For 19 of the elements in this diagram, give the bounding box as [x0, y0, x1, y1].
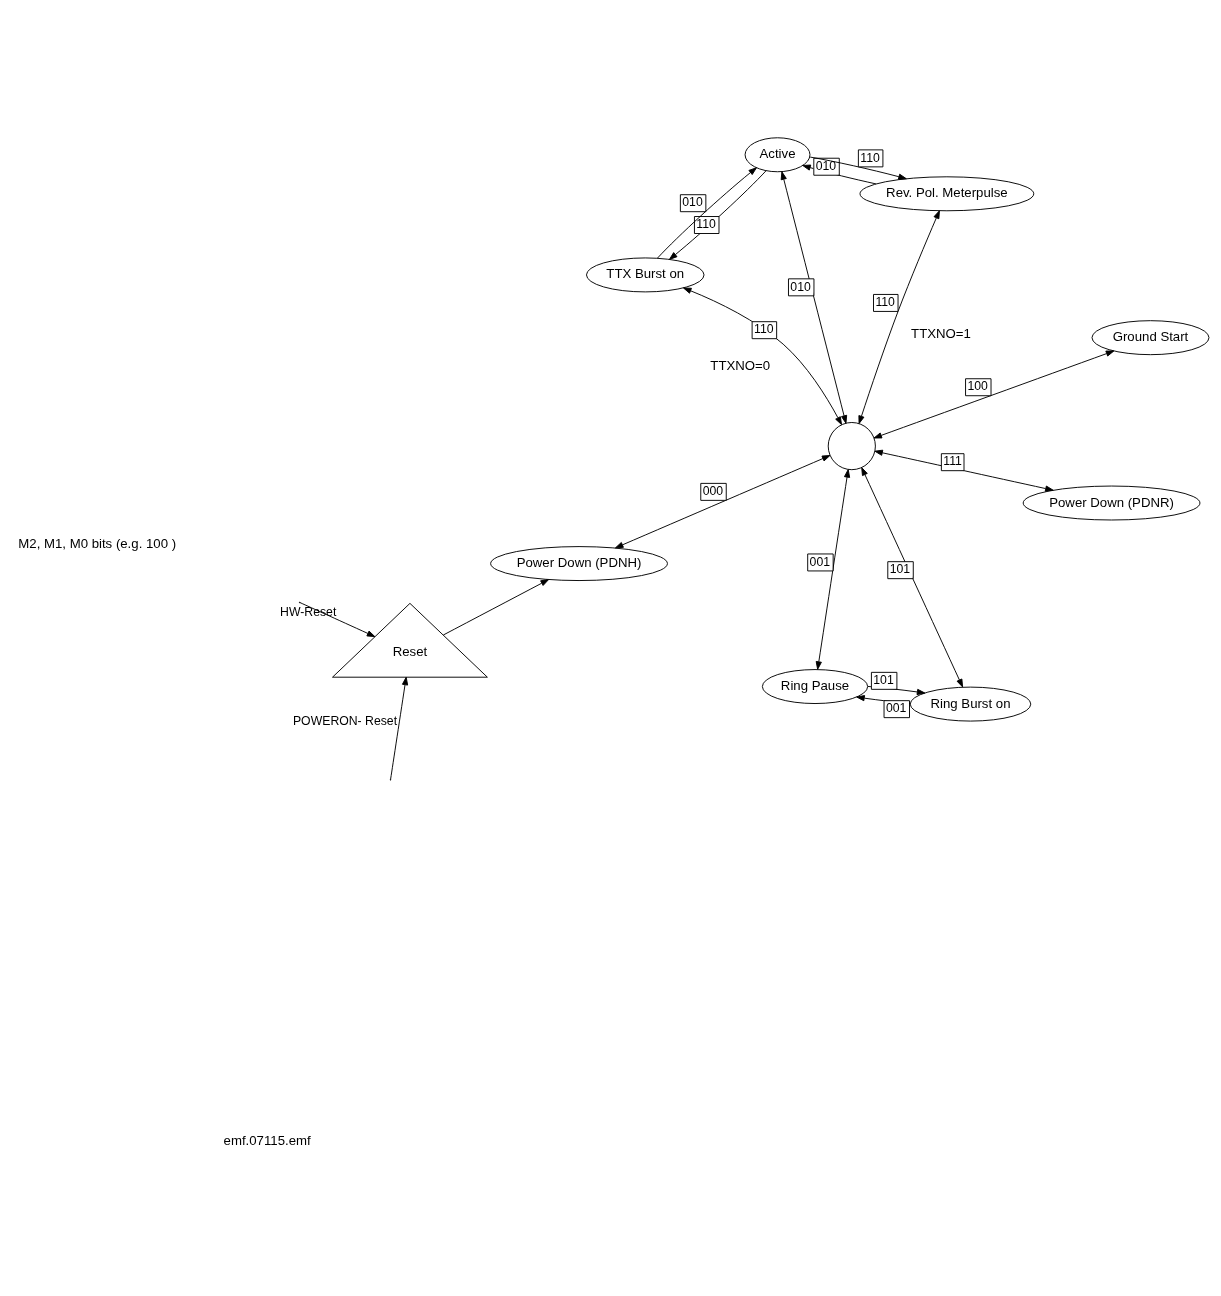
- edge-label: 001: [809, 554, 831, 569]
- label: M2, M1, M0 bits (e.g. 100 ): [18, 536, 177, 552]
- edge-label: 000: [702, 484, 724, 499]
- edge-label: 010: [815, 158, 837, 173]
- label: emf.07115.emf: [223, 1132, 311, 1148]
- edge-label: 101: [889, 562, 911, 577]
- edge-label: 001: [885, 701, 907, 716]
- edge-label: 100: [967, 379, 988, 394]
- edge-label: 010: [790, 279, 811, 294]
- edge-label: 110: [754, 322, 774, 337]
- edge-label: 110: [875, 295, 895, 310]
- label: TTXNO=0: [710, 358, 771, 374]
- edge-label: 111: [943, 454, 962, 469]
- label: TTXNO=1: [911, 325, 971, 341]
- edge-label: 110: [860, 150, 880, 165]
- edge-label: 110: [696, 217, 716, 232]
- edge-label: 010: [682, 195, 703, 210]
- edge-label: 101: [873, 673, 894, 688]
- edge-label: POWERON- Reset: [292, 714, 398, 729]
